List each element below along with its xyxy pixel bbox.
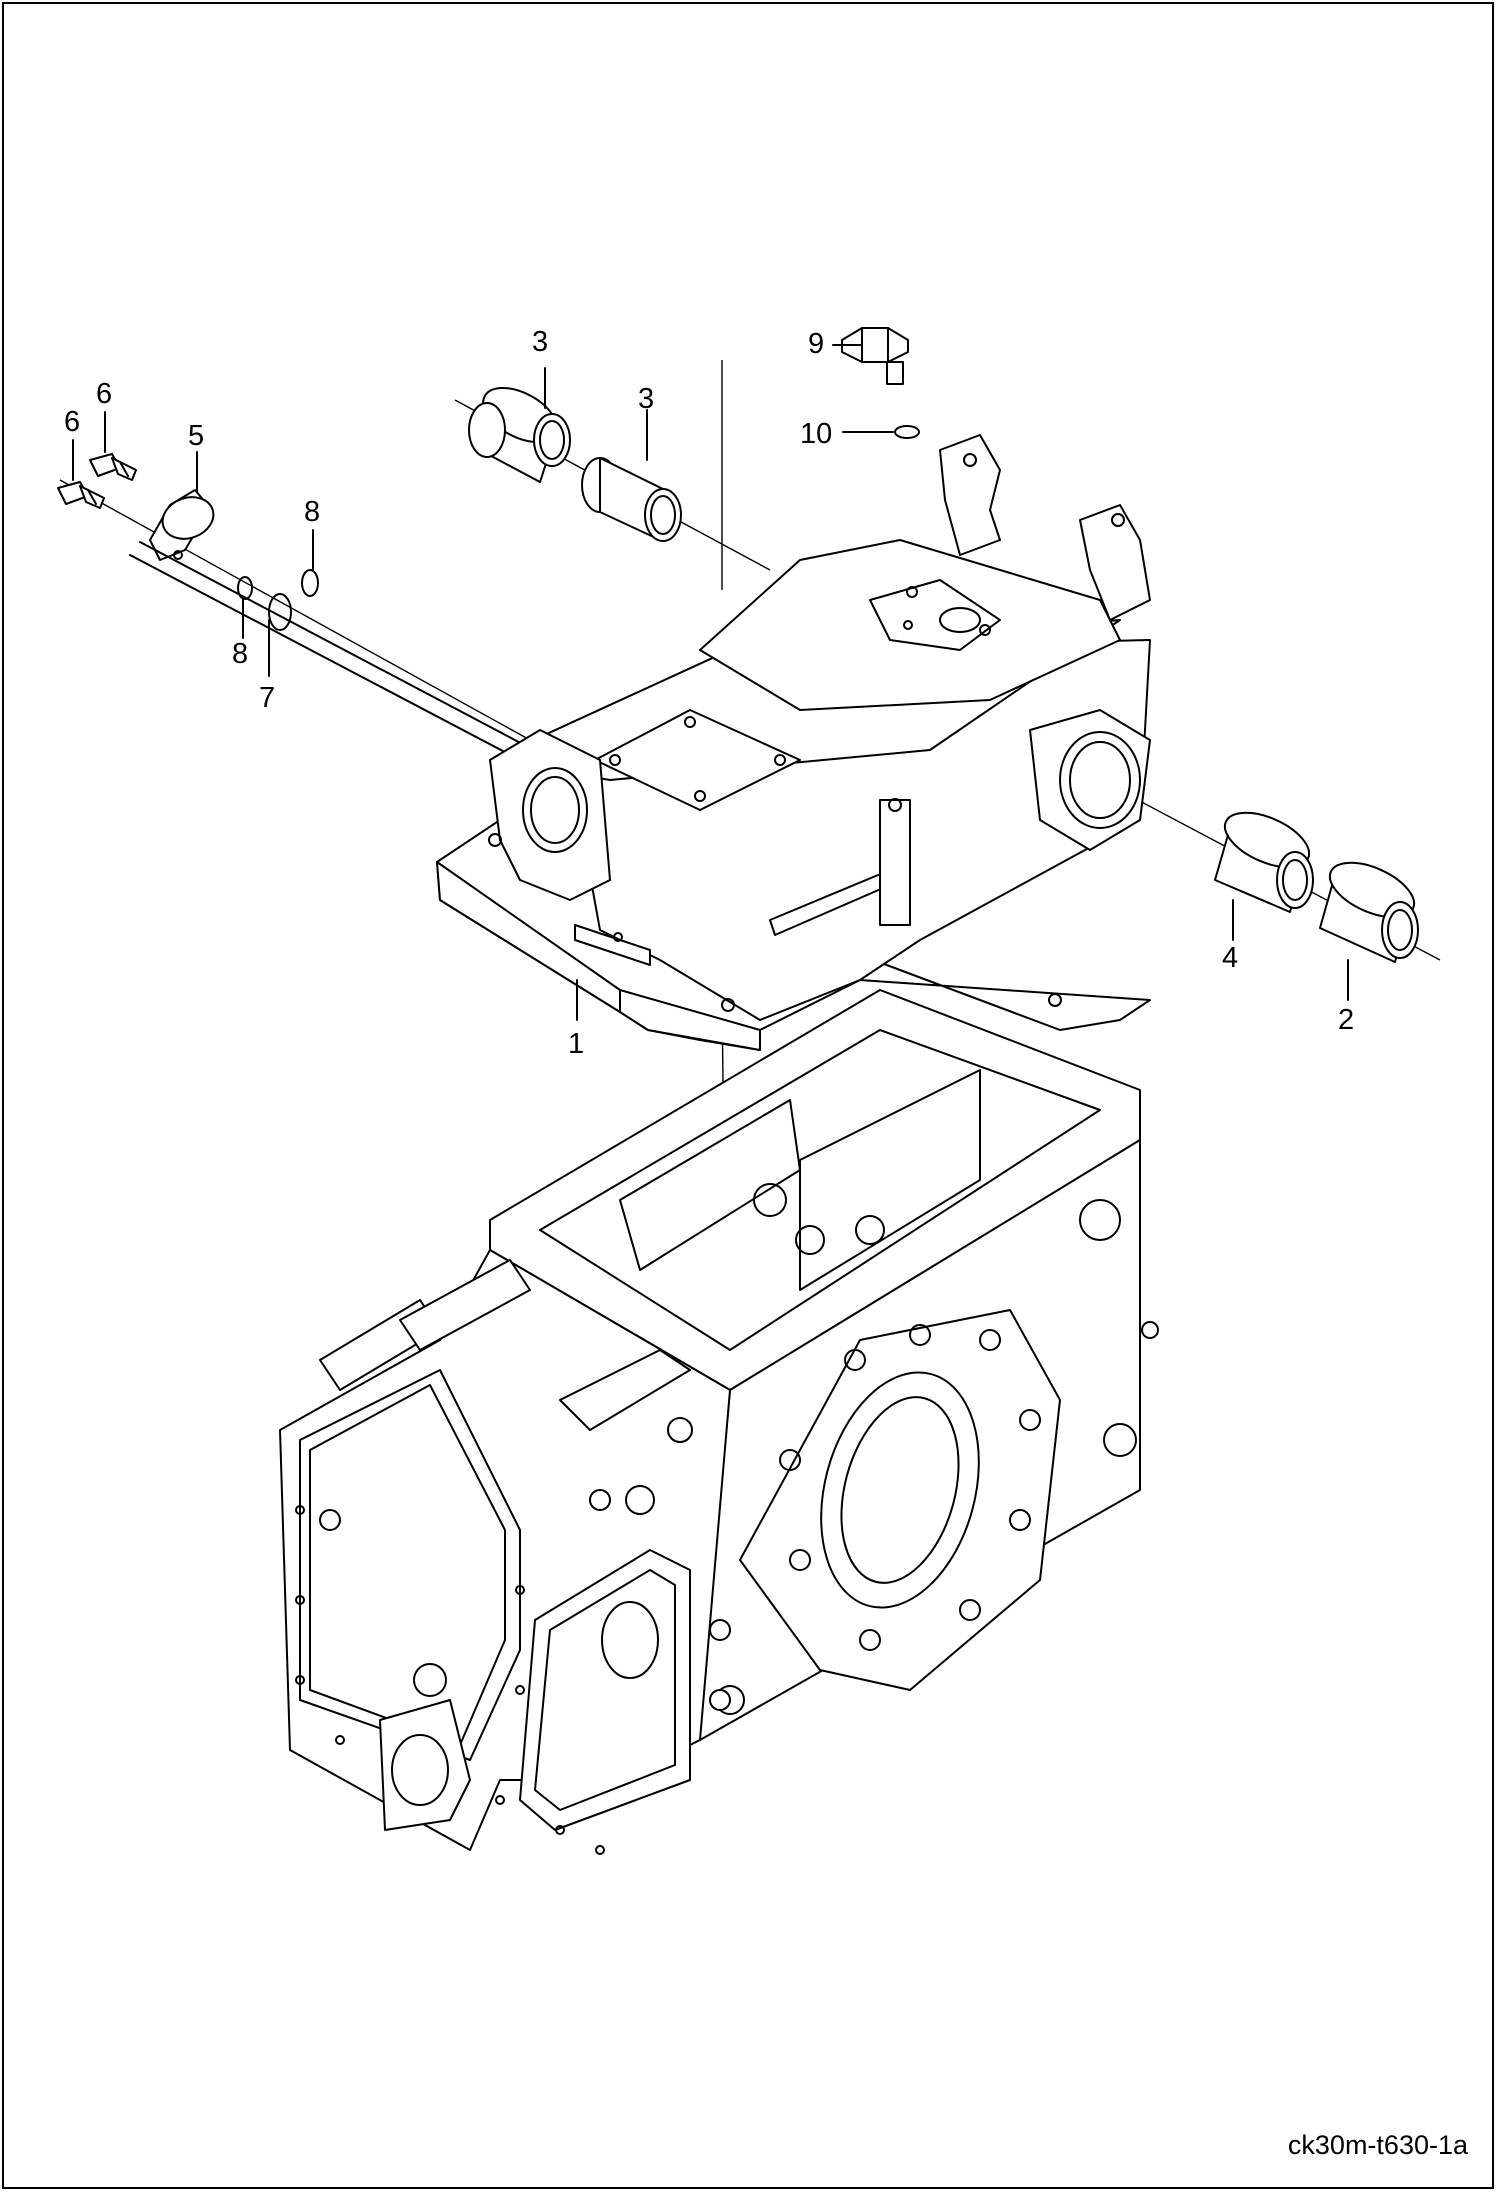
figure-code: ck30m-t630-1a xyxy=(1287,2130,1468,2160)
bushing-2 xyxy=(1319,861,1419,963)
bushing-3-upper xyxy=(468,386,571,483)
lift-case-1 xyxy=(436,434,1151,1051)
callout-leaders xyxy=(72,344,1349,1021)
callout-10: 10 xyxy=(800,418,833,450)
callout-8-upper: 8 xyxy=(304,496,321,528)
callout-8-lower: 8 xyxy=(232,638,249,670)
bushing-3-lower xyxy=(581,457,682,542)
o-ring-8-lower xyxy=(237,576,253,600)
callout-6-upper: 6 xyxy=(96,378,113,410)
o-ring-8-upper xyxy=(301,569,319,597)
lift-shaft xyxy=(129,541,531,761)
callout-9: 9 xyxy=(808,328,825,360)
o-ring-10 xyxy=(894,425,920,439)
callout-7: 7 xyxy=(259,682,276,714)
cap-5 xyxy=(149,489,215,561)
callout-5: 5 xyxy=(188,420,205,452)
bolt-6-upper xyxy=(89,453,137,481)
bolt-6-lower xyxy=(57,481,105,509)
callout-6-lower: 6 xyxy=(64,406,81,438)
callout-2: 2 xyxy=(1338,1004,1355,1036)
plug-9 xyxy=(841,327,909,385)
callout-4: 4 xyxy=(1222,942,1239,974)
bushing-4 xyxy=(1214,811,1314,913)
transmission-case xyxy=(279,989,1159,1855)
o-ring-7 xyxy=(268,593,292,631)
callout-3-upper: 3 xyxy=(532,326,549,358)
callout-1: 1 xyxy=(568,1028,585,1060)
callout-3-lower: 3 xyxy=(638,383,655,415)
